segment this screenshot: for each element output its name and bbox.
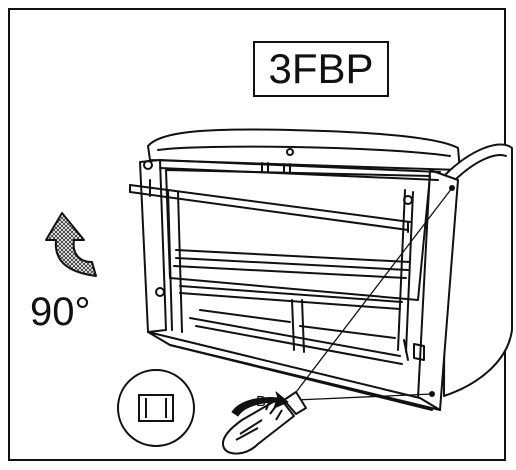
screw-head-symbol-icon [117, 369, 195, 447]
screw-guide-lines [289, 187, 453, 401]
rotate-arrow-icon [45, 212, 97, 277]
screwdriver-icon [222, 391, 307, 455]
sofa-frame-drawing [129, 128, 513, 411]
model-code-box: 3FBP [253, 41, 389, 97]
rotation-angle-label: 90° [30, 290, 91, 334]
tool-label: B [256, 393, 266, 410]
